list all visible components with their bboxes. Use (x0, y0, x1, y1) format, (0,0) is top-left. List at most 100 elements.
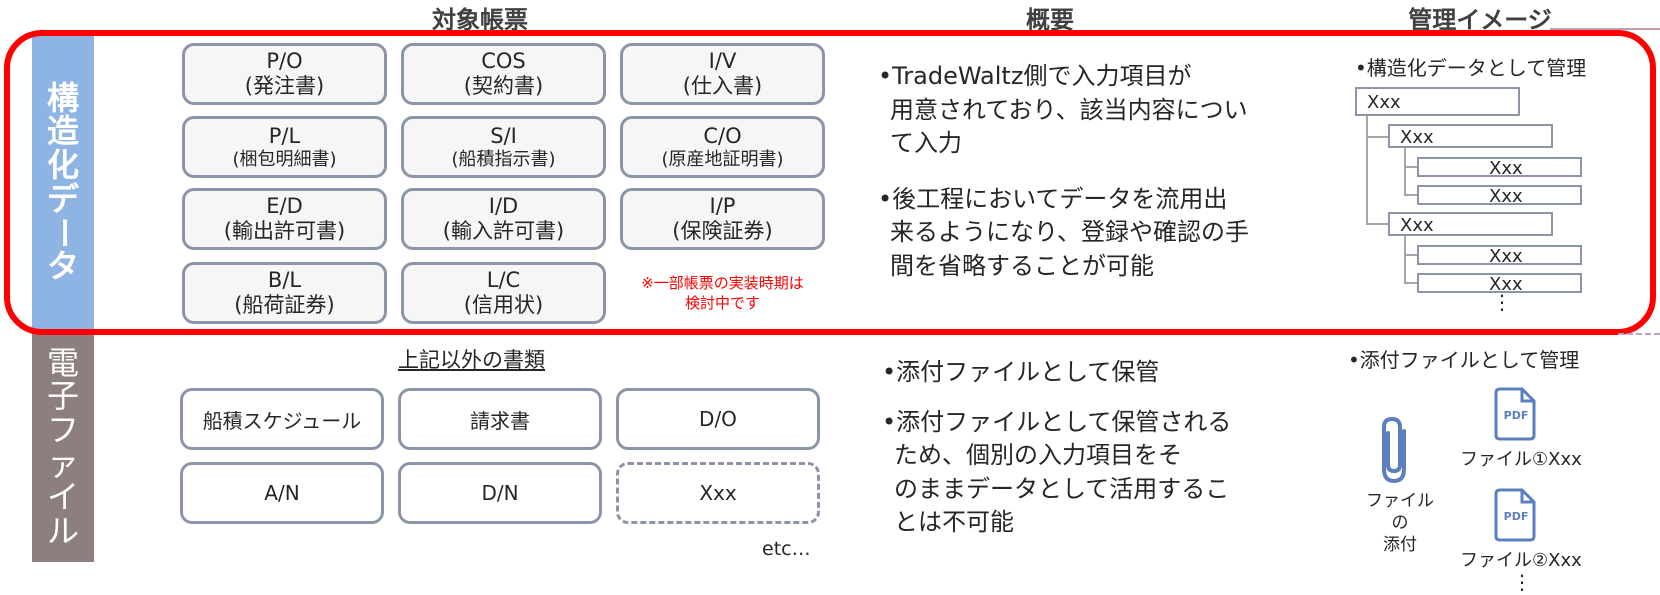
tree-connector (1404, 282, 1418, 284)
tree-node-leaf: Xxx (1417, 273, 1582, 294)
doc-box-bl: B/L (船荷証券) (182, 262, 387, 324)
file-1-label: ファイル①Xxx (1460, 449, 1582, 470)
doc-box-lc: L/C (信用状) (401, 262, 606, 324)
overview-line: 間を省略することが可能 (890, 251, 1154, 280)
band-char: ァ (46, 444, 79, 483)
band-char: 子 (46, 377, 79, 416)
doc-box-si: S/I (船積指示書) (401, 116, 606, 178)
highlight-frame (4, 30, 1656, 335)
band-char: 構 (46, 78, 79, 117)
doc-name: (輸出許可書) (223, 219, 346, 243)
attach-label-line: ファイルの (1366, 491, 1434, 534)
doc-name: (船積指示書) (451, 148, 556, 170)
doc-name: (保険証券) (672, 219, 773, 243)
tree-ellipsis: ⋮ (1492, 290, 1512, 314)
overview-line: 来るようになり、登録や確認の手 (890, 218, 1250, 247)
tree-node: Xxx (1388, 212, 1553, 236)
band-char: 電 (46, 343, 79, 382)
doc-code: S/I (490, 123, 517, 148)
doc-code: L/C (486, 267, 521, 292)
doc-code: I/D (488, 193, 519, 218)
tree-node-leaf: Xxx (1417, 157, 1582, 178)
doc-code: COS (481, 48, 526, 73)
tree-connector (1404, 254, 1418, 256)
files-ellipsis: ⋮ (1512, 570, 1532, 594)
band-char: イ (46, 478, 79, 517)
file-doc-do: D/O (616, 388, 820, 450)
pdf-file-icon: PDF (1492, 385, 1540, 443)
doc-code: E/D (266, 193, 303, 218)
tree-connector (1366, 136, 1390, 138)
doc-name: (発注書) (244, 74, 325, 98)
band-char: ル (46, 511, 79, 550)
file-doc-an: A/N (180, 462, 384, 524)
overview-line: て入力 (890, 129, 962, 158)
pdf-tag: PDF (1503, 510, 1529, 523)
doc-code: B/L (267, 267, 302, 292)
file-doc-dn: D/N (398, 462, 602, 524)
tree-connector (1366, 223, 1390, 225)
band-char: フ (46, 410, 79, 449)
band-electronic-file: 電 子 フ ァ イ ル (32, 333, 94, 562)
etc-label: etc… (762, 538, 811, 560)
doc-name: (仕入書) (682, 74, 763, 98)
doc-box-ed: E/D (輸出許可書) (182, 188, 387, 250)
doc-code: P/L (268, 123, 301, 148)
band-char: タ (46, 246, 79, 285)
doc-name: (信用状) (463, 293, 544, 317)
doc-box-ip: I/P (保険証券) (620, 188, 825, 250)
tree-connector (1404, 234, 1406, 284)
doc-code: I/V (708, 48, 737, 73)
note-line: ※一部帳票の実装時期は (641, 274, 804, 292)
attach-caption: •添付ファイルとして管理 (1348, 348, 1580, 372)
overview-line: とは不可能 (894, 508, 1014, 537)
doc-name: (輸入許可書) (442, 219, 565, 243)
overview-line: •添付ファイルとして保管される (882, 407, 1232, 436)
overview-structured: •TradeWaltz側で入力項目が 用意されており、該当内容につい て入力 •… (878, 60, 1249, 284)
attach-label: ファイルの 添付 (1360, 490, 1440, 556)
tree-connector (1404, 146, 1406, 196)
tree-node-leaf: Xxx (1417, 185, 1582, 206)
band-structured-data: 構 造 化 デ ー タ (32, 36, 94, 329)
note-line: 検討中です (684, 293, 760, 312)
pdf-tag: PDF (1503, 409, 1529, 422)
pdf-file-icon: PDF (1492, 486, 1540, 544)
overview-line: 用意されており、該当内容につい (890, 95, 1248, 124)
doc-code: C/O (703, 123, 742, 148)
overview-line: のままデータとして活用するこ (894, 474, 1230, 503)
overview-line: •後工程においてデータを流用出 (878, 184, 1228, 213)
paperclip-icon (1382, 416, 1406, 484)
band-char: デ (46, 179, 79, 218)
doc-box-pl: P/L (梱包明細書) (182, 116, 387, 178)
band-char: 化 (46, 145, 79, 184)
doc-name: (契約書) (463, 74, 544, 98)
implementation-note: ※一部帳票の実装時期は 検討中です (620, 274, 825, 313)
divider-line (1618, 333, 1660, 335)
tree-connector (1366, 114, 1368, 225)
tree-connector (1404, 194, 1418, 196)
tree-node: Xxx (1388, 124, 1553, 148)
file-2-label: ファイル②Xxx (1460, 550, 1582, 571)
header-management-image: 管理イメージ (1408, 6, 1552, 34)
doc-name: (船荷証券) (234, 293, 335, 317)
overview-line: •添付ファイルとして保管 (882, 358, 1160, 386)
attach-label-line: 添付 (1383, 535, 1417, 556)
overview-file: •添付ファイルとして保管 •添付ファイルとして保管される ため、個別の入力項目を… (882, 356, 1231, 540)
overview-line: ため、個別の入力項目をそ (894, 441, 1182, 470)
file-doc-xxx: Xxx (616, 462, 820, 524)
file-doc-invoice: 請求書 (398, 388, 602, 450)
doc-box-iv: I/V (仕入書) (620, 43, 825, 105)
doc-box-id: I/D (輸入許可書) (401, 188, 606, 250)
tree-node-root: Xxx (1355, 87, 1520, 116)
doc-box-cos: COS (契約書) (401, 43, 606, 105)
header-target-documents: 対象帳票 (432, 6, 528, 34)
tree-node-leaf: Xxx (1417, 245, 1582, 266)
doc-box-co: C/O (原産地証明書) (620, 116, 825, 178)
file-doc-shipping-schedule: 船積スケジュール (180, 388, 384, 450)
doc-name: (梱包明細書) (232, 148, 337, 170)
tree-connector (1404, 166, 1418, 168)
doc-name: (原産地証明書) (661, 148, 784, 170)
other-docs-title: 上記以外の書類 (398, 348, 545, 372)
header-overview: 概要 (1026, 6, 1074, 34)
band-char: 造 (46, 112, 79, 151)
